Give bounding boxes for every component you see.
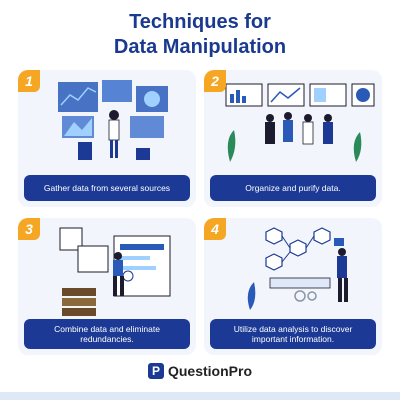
technique-card-2: 2 Organize and purify data. xyxy=(204,70,382,207)
technique-card-4: 4 Utilize data analysis to discover impo… xyxy=(204,218,382,355)
title-line-1: Techniques for xyxy=(129,11,271,33)
technique-caption-1: Gather data from several sources xyxy=(24,175,190,201)
technique-caption-4: Utilize data analysis to discover import… xyxy=(210,319,376,349)
organize-data-illustration xyxy=(225,83,375,162)
combine-data-illustration xyxy=(59,227,171,316)
techniques-grid: 1 Gather data from several sources 2 xyxy=(18,70,382,357)
bottom-accent-bar xyxy=(0,392,400,400)
technique-card-1: 1 Gather data from several sources xyxy=(18,70,196,207)
step-badge-1: 1 xyxy=(18,70,40,92)
brand-name: QuestionPro xyxy=(167,363,252,379)
questionpro-logo-icon: P xyxy=(147,363,164,379)
technique-caption-2: Organize and purify data. xyxy=(210,175,376,201)
page-title: Techniques for Data Manipulation xyxy=(0,10,400,60)
gather-data-illustration xyxy=(58,80,168,160)
step-badge-2: 2 xyxy=(204,70,226,92)
technique-card-3: 3 Combine data and eliminate redundancie… xyxy=(18,218,196,355)
step-badge-4: 4 xyxy=(204,218,226,240)
step-badge-3: 3 xyxy=(18,218,40,240)
brand-footer: P QuestionPro xyxy=(0,358,400,384)
technique-caption-3: Combine data and eliminate redundancies. xyxy=(24,319,190,349)
analyze-data-illustration xyxy=(247,227,348,310)
title-line-2: Data Manipulation xyxy=(113,36,287,58)
